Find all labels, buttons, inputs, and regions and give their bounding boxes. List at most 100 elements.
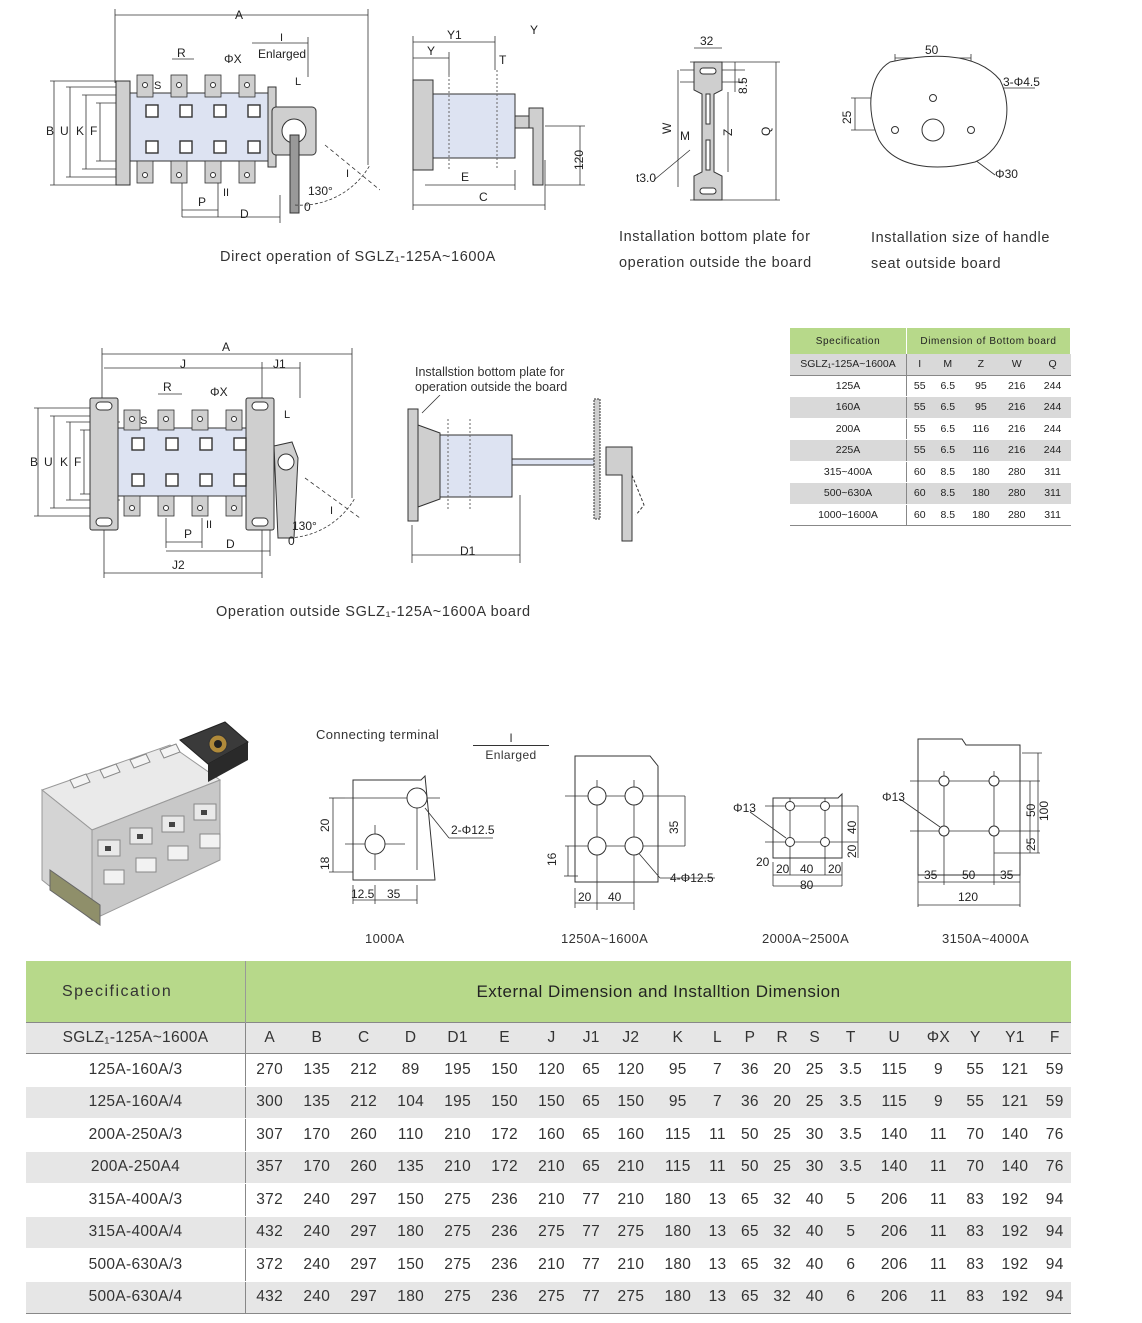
dim-Q: Q [759, 127, 773, 136]
connecting-terminal-label: Connecting terminal [316, 727, 440, 742]
main-col-header: ΦX [917, 1022, 960, 1054]
main-cell: 135 [387, 1151, 435, 1184]
caption-outside-plate: Installation bottom plate for operation … [619, 229, 812, 271]
bb-cell: 244 [1034, 396, 1071, 419]
main-cell: 32 [766, 1216, 799, 1249]
main-cell: 206 [870, 1248, 918, 1282]
main-cell: 3.5 [830, 1151, 871, 1184]
dim2-J2: J2 [172, 558, 185, 572]
main-cell: 70 [959, 1118, 992, 1152]
dim-S: S [154, 80, 161, 92]
bb-cell: 160A [790, 396, 907, 419]
bb-cell: 500~630A [790, 482, 907, 505]
t2-hole: 4-Φ12.5 [670, 871, 714, 885]
main-cell: 11 [917, 1216, 960, 1249]
t4-dim-50h: 50 [962, 868, 976, 882]
dim2-P: P [184, 527, 192, 541]
main-cell: 180 [654, 1183, 702, 1217]
main-cell: 59 [1038, 1053, 1071, 1087]
dim-120: 120 [572, 150, 586, 170]
main-cell: 11 [917, 1151, 960, 1184]
dim-32: 32 [700, 34, 714, 48]
main-cell: 275 [434, 1248, 482, 1282]
terminal-2000a-label: 2000A~2500A [762, 931, 850, 946]
main-cell: 36 [733, 1086, 767, 1119]
t1-dim-35: 35 [387, 887, 401, 901]
bb-cell: 244 [1034, 439, 1071, 462]
main-cell: 20 [766, 1086, 799, 1119]
main-cell: 89 [387, 1053, 435, 1087]
main-cell: 150 [528, 1086, 575, 1119]
main-cell: 210 [607, 1248, 655, 1282]
dim2-R: R [163, 380, 172, 394]
main-cell: 76 [1038, 1118, 1071, 1152]
main-col-header: SGLZ₁-125A~1600A [26, 1022, 246, 1054]
main-cell: 65 [575, 1118, 608, 1152]
main-cell: 307 [245, 1118, 294, 1152]
install-plate-label: Installstion bottom plate for operation … [415, 365, 568, 394]
dim-zero: 0 [304, 200, 311, 214]
t4-dim-50v: 50 [1024, 803, 1038, 817]
bb-cell: 280 [998, 504, 1035, 526]
main-col-header: J2 [607, 1022, 655, 1054]
bb-cell: 225A [790, 439, 907, 462]
main-cell: 25 [798, 1053, 831, 1087]
main-cell: 40 [798, 1216, 831, 1249]
bb-cell: 55 [906, 375, 933, 397]
dim2-J1: J1 [273, 357, 286, 371]
main-cell: 115 [870, 1086, 918, 1119]
main-cell: 210 [528, 1248, 575, 1282]
dim2-B: B [30, 455, 38, 469]
bb-cell: 6.5 [932, 396, 963, 419]
bb-cell: 216 [998, 439, 1035, 462]
bb-cell: 8.5 [932, 504, 963, 526]
main-cell: 25 [766, 1118, 799, 1152]
main-cell: 206 [870, 1281, 918, 1314]
main-col-header: B [293, 1022, 341, 1054]
main-cell: 11 [701, 1151, 734, 1184]
main-cell: 3.5 [830, 1053, 871, 1087]
main-cell: 9 [917, 1053, 960, 1087]
bb-cell: 200A [790, 418, 907, 440]
main-cell: 275 [434, 1183, 482, 1217]
main-cell: 3.5 [830, 1118, 871, 1152]
dim-E: E [461, 170, 469, 184]
t2-dim-40: 40 [608, 890, 622, 904]
t1-hole: 2-Φ12.5 [451, 823, 495, 837]
main-cell: 172 [481, 1151, 529, 1184]
main-col-header: Y [959, 1022, 992, 1054]
bb-cell: 60 [906, 504, 933, 526]
main-cell: 13 [701, 1248, 734, 1282]
main-cell: 5 [830, 1216, 871, 1249]
drawing-bottom-plate: 32 8.5 W Z M Q t3.0 [636, 34, 780, 201]
main-cell: 115 [870, 1053, 918, 1087]
main-cell: 212 [340, 1086, 388, 1119]
main-cell: 170 [293, 1118, 341, 1152]
main-col-header: J1 [575, 1022, 608, 1054]
main-cell: 372 [245, 1183, 294, 1217]
bb-cell: 216 [998, 418, 1035, 440]
bb-cell: 55 [906, 396, 933, 419]
main-cell: 180 [654, 1281, 702, 1314]
bb-cell: 8.5 [932, 461, 963, 483]
bb-cell: 315~400A [790, 461, 907, 483]
t4-phi13: Φ13 [882, 790, 905, 804]
main-cell: 236 [481, 1248, 529, 1282]
main-cell: 125A-160A/3 [26, 1053, 246, 1087]
main-cell: 357 [245, 1151, 294, 1184]
bb-spec-header: Specification [790, 328, 907, 354]
main-cell: 236 [481, 1183, 529, 1217]
bb-cell: 55 [906, 439, 933, 462]
main-cell: 65 [575, 1151, 608, 1184]
main-cell: 7 [701, 1053, 734, 1087]
main-cell: 65 [733, 1183, 767, 1217]
dim2-phiX: ΦX [210, 385, 228, 399]
bb-cell: 8.5 [932, 482, 963, 505]
main-col-header: R [766, 1022, 799, 1054]
